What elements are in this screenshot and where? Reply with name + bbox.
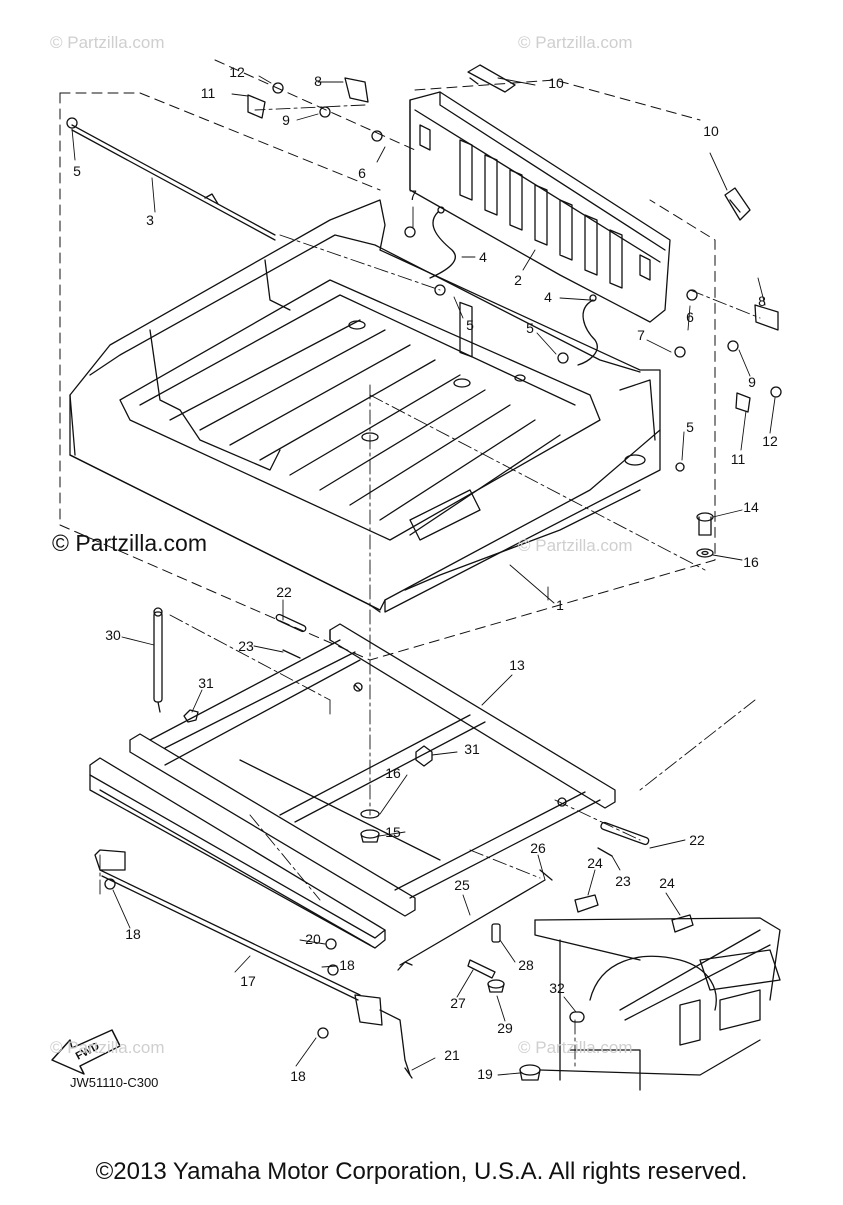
callout-23: 23: [615, 873, 631, 889]
tailgate-cables: [429, 206, 598, 366]
callout-12: 12: [762, 433, 778, 449]
callout-12: 12: [229, 64, 245, 80]
rubber-pads: [574, 894, 694, 933]
diagram-code: JW51110-C300: [70, 1075, 159, 1090]
callout-2: 2: [514, 272, 522, 288]
callout-28: 28: [518, 957, 534, 973]
callout-8: 8: [758, 293, 766, 309]
callout-30: 30: [105, 627, 121, 643]
callout-26: 26: [530, 840, 546, 856]
rubber-mounts: [360, 745, 433, 843]
callout-11: 11: [201, 85, 216, 101]
callout-32: 32: [549, 980, 565, 996]
latches: [467, 64, 751, 221]
callout-5: 5: [466, 317, 474, 333]
callout-1: 1: [556, 597, 564, 613]
subframe: [89, 623, 616, 949]
callout-7: 7: [409, 187, 417, 203]
callout-6: 6: [358, 165, 366, 181]
callout-23: 23: [238, 638, 254, 654]
alignment-lines: [99, 104, 761, 1071]
callout-18: 18: [339, 957, 355, 973]
pins: [275, 613, 650, 857]
hinges: [247, 77, 779, 413]
fwd-arrow: [51, 1029, 121, 1075]
callout-22: 22: [276, 584, 292, 600]
callout-6: 6: [686, 309, 694, 325]
callout-9: 9: [748, 374, 756, 390]
callout-10: 10: [703, 123, 719, 139]
watermark-bottom-right: © Partzilla.com: [518, 1038, 633, 1057]
callout-5: 5: [686, 419, 694, 435]
callout-17: 17: [240, 973, 256, 989]
callout-27: 27: [450, 995, 466, 1011]
callout-11: 11: [731, 451, 746, 467]
hinge-rod: [66, 117, 276, 241]
callout-18: 18: [290, 1068, 306, 1084]
callout-19: 19: [477, 1066, 493, 1082]
bolts: [272, 82, 782, 558]
callout-5: 5: [526, 320, 534, 336]
tilt-rod: [94, 849, 413, 1079]
watermark-top-left: © Partzilla.com: [50, 33, 165, 52]
copyright-notice: ©2013 Yamaha Motor Corporation, U.S.A. A…: [95, 1158, 748, 1185]
callout-24: 24: [659, 875, 675, 891]
callout-14: 14: [743, 499, 759, 515]
watermark-top-right: © Partzilla.com: [518, 33, 633, 52]
callout-29: 29: [497, 1020, 513, 1036]
callout-25: 25: [454, 877, 470, 893]
strut: [153, 607, 199, 723]
callout-15: 15: [385, 824, 401, 840]
callout-16: 16: [385, 765, 401, 781]
phantom-outline: [59, 59, 716, 661]
tailgate: [409, 91, 671, 358]
callout-21: 21: [444, 1047, 460, 1063]
callout-4: 4: [479, 249, 487, 265]
callout-9: 9: [282, 112, 290, 128]
callout-5: 5: [73, 163, 81, 179]
callout-24: 24: [587, 855, 603, 871]
callout-3: 3: [146, 212, 154, 228]
watermark-center: © Partzilla.com: [518, 536, 633, 555]
callout-8: 8: [314, 73, 322, 89]
callout-31: 31: [464, 741, 480, 757]
callout-16: 16: [743, 554, 759, 570]
leader-lines: [71, 75, 776, 1076]
callout-10: 10: [548, 75, 564, 91]
watermark-center-left: © Partzilla.com: [52, 530, 207, 556]
callout-31: 31: [198, 675, 214, 691]
callout-4: 4: [544, 289, 552, 305]
callout-18: 18: [125, 926, 141, 942]
callout-20: 20: [305, 931, 321, 947]
chassis-frame: [519, 917, 781, 1091]
linkage: [397, 869, 553, 993]
callout-22: 22: [689, 832, 705, 848]
watermark-bottom-left: © Partzilla.com: [50, 1038, 165, 1057]
callout-7: 7: [637, 327, 645, 343]
callout-13: 13: [509, 657, 525, 673]
